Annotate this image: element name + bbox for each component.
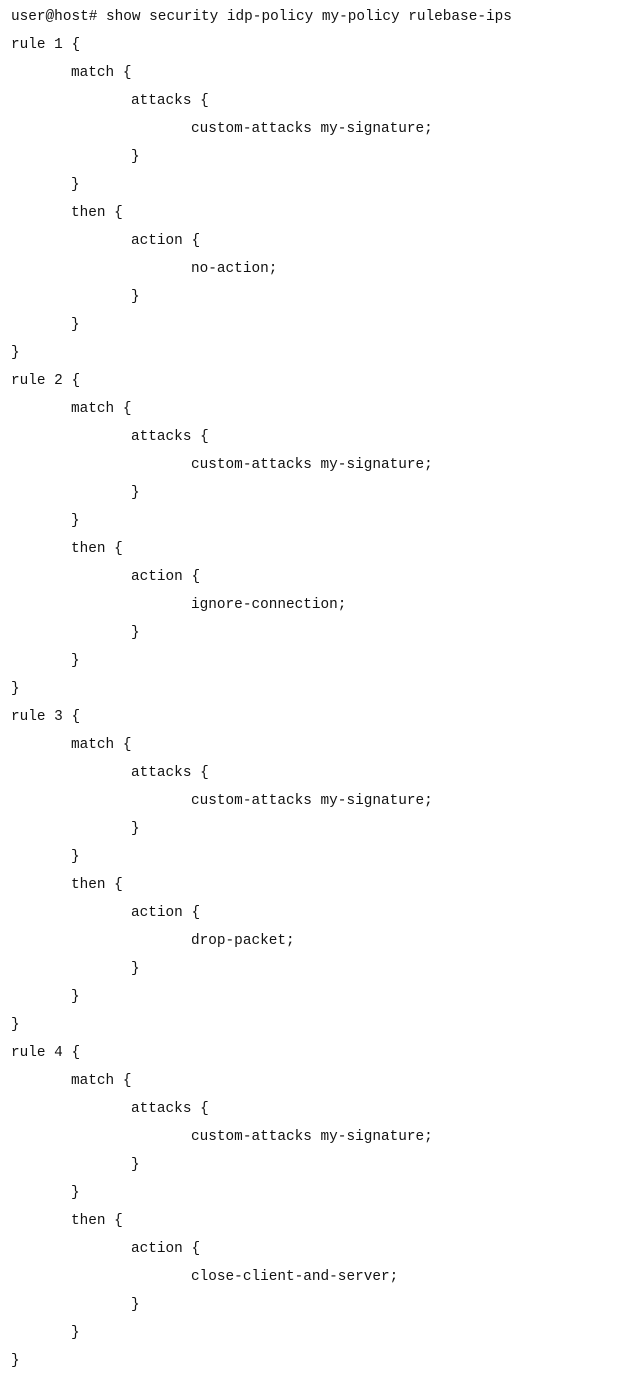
- config-line: rule 2 {: [11, 373, 81, 389]
- config-line: }: [131, 961, 140, 977]
- config-line: rule 4 {: [11, 1045, 81, 1061]
- config-line: }: [71, 849, 80, 865]
- config-line: custom-attacks my-signature;: [191, 457, 433, 473]
- config-line: then {: [71, 877, 123, 893]
- config-line: attacks {: [131, 93, 209, 109]
- config-line: then {: [71, 205, 123, 221]
- config-line: }: [131, 289, 140, 305]
- config-line: }: [71, 317, 80, 333]
- config-line: attacks {: [131, 429, 209, 445]
- config-line: custom-attacks my-signature;: [191, 1129, 433, 1145]
- config-line: custom-attacks my-signature;: [191, 121, 433, 137]
- config-line: }: [71, 1185, 80, 1201]
- config-line: }: [131, 625, 140, 641]
- config-line: }: [11, 681, 20, 697]
- config-line: }: [131, 485, 140, 501]
- command-prompt-line: user@host# show security idp-policy my-p…: [11, 9, 512, 25]
- config-line: }: [11, 345, 20, 361]
- config-lines: user@host# show security idp-policy my-p…: [11, 4, 621, 1375]
- config-line: }: [71, 653, 80, 669]
- config-line: }: [131, 821, 140, 837]
- config-line: }: [71, 177, 80, 193]
- config-line: then {: [71, 541, 123, 557]
- config-line: custom-attacks my-signature;: [191, 793, 433, 809]
- config-line: match {: [71, 401, 132, 417]
- config-line: attacks {: [131, 1101, 209, 1117]
- config-line: action {: [131, 233, 201, 249]
- config-line: action {: [131, 1241, 201, 1257]
- config-line: no-action;: [191, 261, 278, 277]
- config-line: match {: [71, 737, 132, 753]
- config-line: match {: [71, 65, 132, 81]
- config-line: attacks {: [131, 765, 209, 781]
- config-line: close-client-and-server;: [191, 1269, 399, 1285]
- config-line: action {: [131, 905, 201, 921]
- config-line: }: [11, 1353, 20, 1369]
- config-line: drop-packet;: [191, 933, 295, 949]
- config-line: }: [71, 1325, 80, 1341]
- config-line: match {: [71, 1073, 132, 1089]
- config-line: rule 1 {: [11, 37, 81, 53]
- config-line: ignore-connection;: [191, 597, 347, 613]
- config-line: }: [131, 149, 140, 165]
- config-line: }: [131, 1297, 140, 1313]
- config-line: }: [71, 989, 80, 1005]
- config-line: }: [71, 513, 80, 529]
- config-line: then {: [71, 1213, 123, 1229]
- config-line: }: [131, 1157, 140, 1173]
- config-line: rule 3 {: [11, 709, 81, 725]
- config-line: action {: [131, 569, 201, 585]
- config-line: }: [11, 1017, 20, 1033]
